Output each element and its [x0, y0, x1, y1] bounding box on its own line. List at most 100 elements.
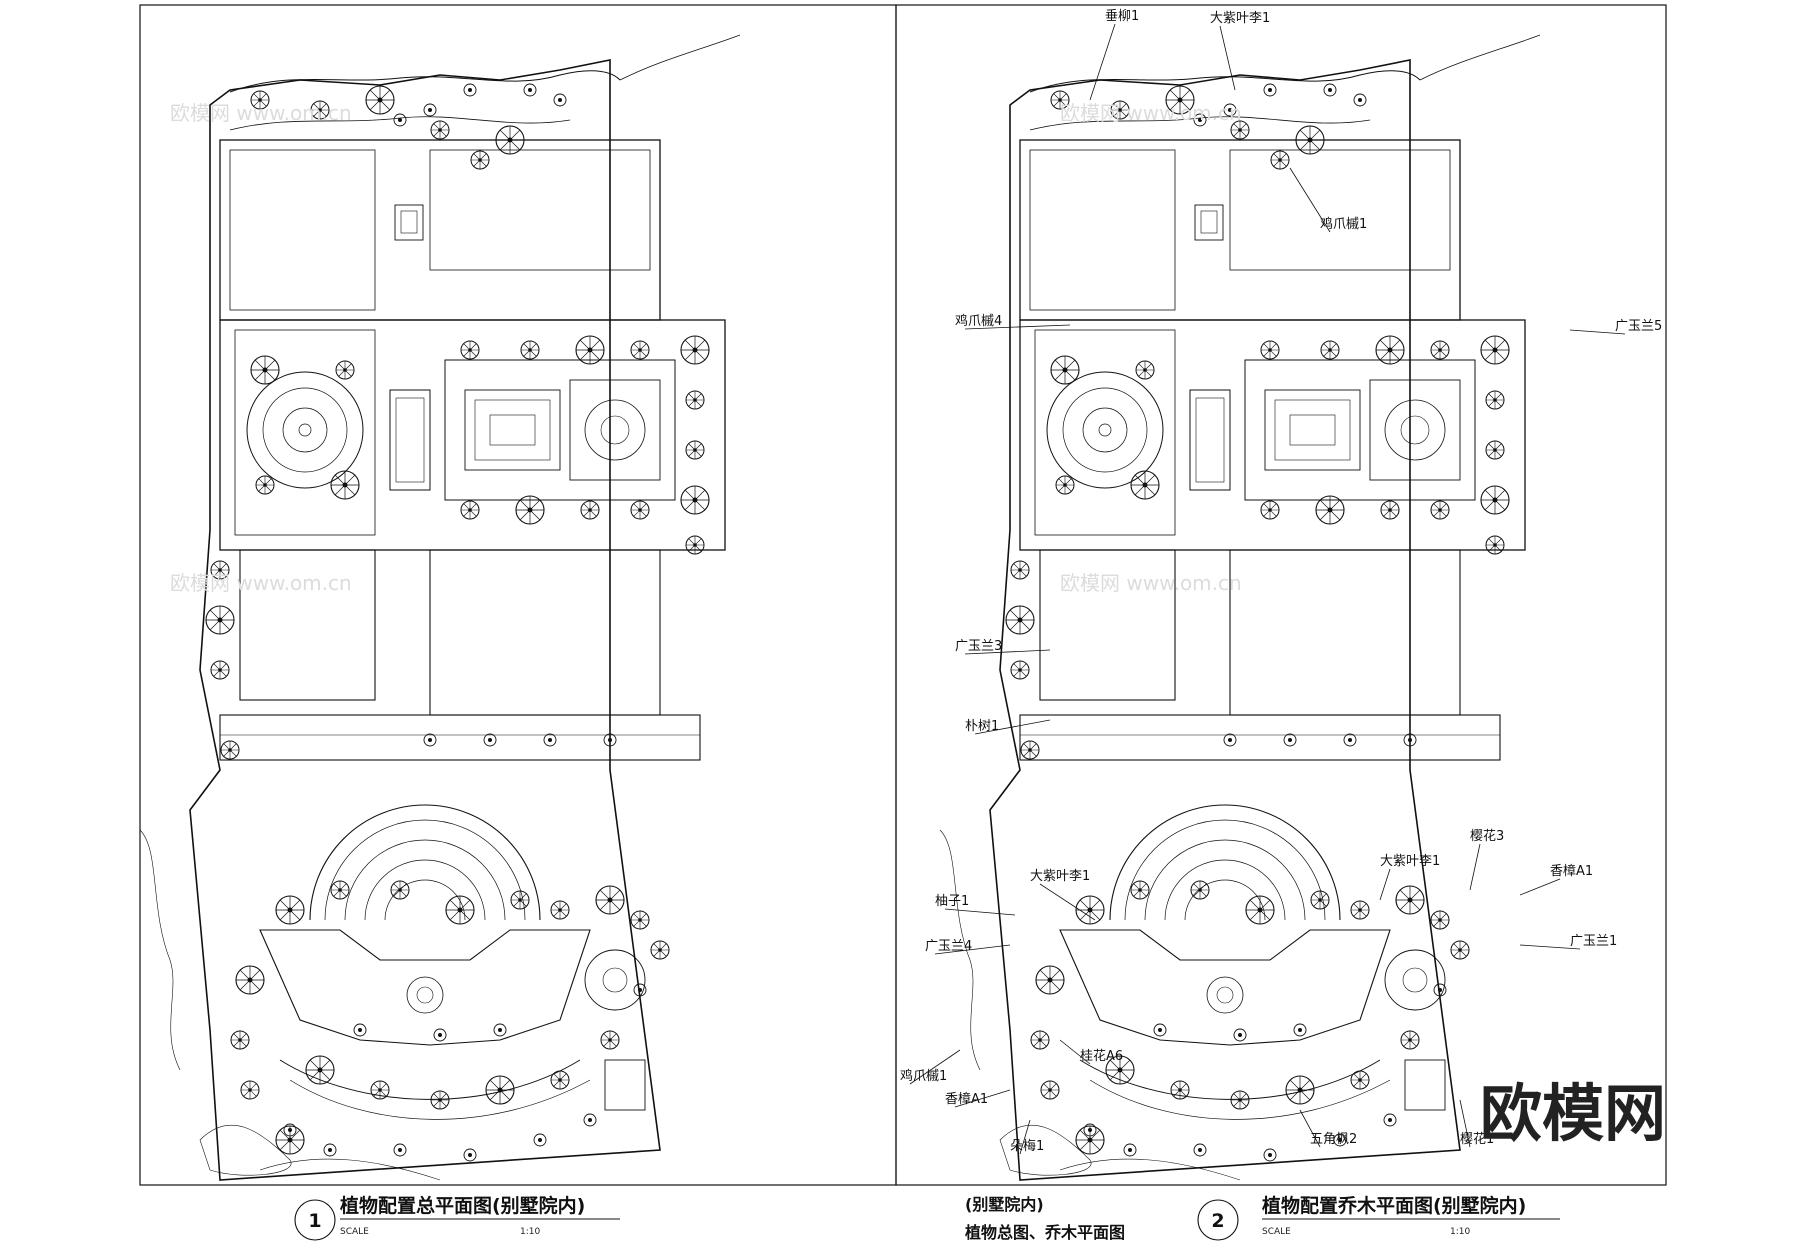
leader-line: [1059, 1039, 1091, 1065]
tree-symbol: [1295, 125, 1325, 155]
tree-symbol: [1320, 340, 1340, 360]
shrub-symbol: [393, 1143, 407, 1157]
tree-symbol: [370, 1080, 390, 1100]
shrub-symbol: [1383, 1113, 1397, 1127]
shrub-symbol: [533, 1133, 547, 1147]
shrub-symbol: [523, 83, 537, 97]
tree-symbol: [1010, 660, 1030, 680]
leader-line: [1219, 25, 1236, 91]
shrub-symbol: [1323, 83, 1337, 97]
plant-label: 樱花3: [1470, 828, 1504, 844]
tree-symbol: [1245, 895, 1275, 925]
tree-symbol: [1030, 1030, 1050, 1050]
shrub-symbol: [483, 733, 497, 747]
shrub-symbol: [1223, 733, 1237, 747]
plant-label: 香樟A1: [945, 1092, 988, 1107]
leader-line: [1019, 1119, 1031, 1155]
tree-symbol: [495, 125, 525, 155]
tree-symbol: [275, 895, 305, 925]
tree-symbol: [1130, 880, 1150, 900]
tree-symbol: [1260, 500, 1280, 520]
leader-line: [1039, 883, 1096, 921]
tree-symbol: [630, 500, 650, 520]
tree-symbol: [680, 335, 710, 365]
plant-label: 大紫叶李1: [1210, 11, 1270, 26]
tree-symbol: [1130, 470, 1160, 500]
tree-symbol: [1480, 335, 1510, 365]
tree-symbol: [1450, 940, 1470, 960]
tree-symbol: [550, 900, 570, 920]
tree-symbol: [230, 1030, 250, 1050]
shrub-symbol: [323, 1143, 337, 1157]
tree-symbol: [330, 880, 350, 900]
shrub-symbol: [493, 1023, 507, 1037]
panel-2-scale-label: SCALE: [1262, 1227, 1291, 1237]
leader-line: [1459, 1099, 1471, 1148]
plant-label: 五角枫2: [1310, 1132, 1357, 1147]
panel-2-scale-value: 1:10: [1450, 1227, 1470, 1237]
leader-line: [974, 719, 1051, 735]
tree-symbol: [520, 340, 540, 360]
tree-symbol: [460, 500, 480, 520]
tree-symbol: [250, 355, 280, 385]
shrub-symbol: [1233, 1028, 1247, 1042]
shrub-symbol: [463, 83, 477, 97]
brand-logo: 欧模网: [1480, 1077, 1666, 1150]
tree-symbol: [630, 340, 650, 360]
tree-symbol: [235, 965, 265, 995]
watermark: 欧模网 www.om.cn: [170, 101, 352, 125]
plant-label: 鸡爪槭1: [900, 1068, 947, 1084]
tree-symbol: [515, 495, 545, 525]
panel-1-scale-value: 1:10: [520, 1227, 540, 1237]
tree-symbol: [1055, 475, 1075, 495]
tree-symbol: [1400, 1030, 1420, 1050]
tree-symbol: [1285, 1075, 1315, 1105]
shrub-symbol: [1283, 733, 1297, 747]
tree-symbol: [335, 360, 355, 380]
plant-label: 香樟A1: [1550, 864, 1593, 879]
leader-line: [1519, 878, 1561, 896]
shrub-symbol: [1193, 1143, 1207, 1157]
leader-line: [944, 908, 1016, 916]
tree-symbol: [685, 390, 705, 410]
plant-label: 广玉兰5: [1615, 319, 1662, 334]
tree-symbol: [1380, 500, 1400, 520]
tree-symbol: [685, 535, 705, 555]
leader-line: [934, 944, 1011, 955]
tree-symbol: [1430, 340, 1450, 360]
shrub-symbol: [583, 1113, 597, 1127]
tree-symbol: [390, 880, 410, 900]
shrub-symbol: [1263, 83, 1277, 97]
plant-label: 朴树1: [965, 719, 999, 734]
plant-label: 柚子1: [935, 894, 969, 909]
panel-1-title: 植物配置总平面图(别墅院内): [340, 1194, 585, 1217]
tree-symbol: [595, 885, 625, 915]
tree-symbol: [470, 150, 490, 170]
leader-line: [1469, 843, 1481, 891]
panel-1-scale-label: SCALE: [340, 1227, 369, 1237]
plant-label: 大紫叶李1: [1030, 869, 1090, 884]
tree-symbol: [1485, 390, 1505, 410]
leader-line: [964, 649, 1051, 655]
tree-symbol: [1350, 1070, 1370, 1090]
leader-line: [1289, 167, 1331, 233]
tree-symbol: [255, 475, 275, 495]
tree-symbol: [1395, 885, 1425, 915]
tree-symbol: [1485, 440, 1505, 460]
shrub-symbol: [1343, 733, 1357, 747]
plant-label: 垂柳1: [1105, 9, 1139, 24]
plant-label: 广玉兰1: [1570, 934, 1617, 949]
tree-symbol: [510, 890, 530, 910]
plant-label: 桂花A6: [1080, 1048, 1123, 1064]
tree-symbol: [1350, 900, 1370, 920]
watermark: 欧模网 www.om.cn: [1060, 571, 1242, 595]
shrub-symbol: [1153, 1023, 1167, 1037]
watermark: 欧模网 www.om.cn: [1060, 101, 1242, 125]
plant-label: 樱花1: [1460, 1131, 1494, 1147]
plan-1: [139, 34, 741, 1181]
panel-2-number: 2: [1211, 1210, 1224, 1232]
tree-symbol: [210, 660, 230, 680]
tree-symbol: [600, 1030, 620, 1050]
tree-symbol: [1430, 910, 1450, 930]
